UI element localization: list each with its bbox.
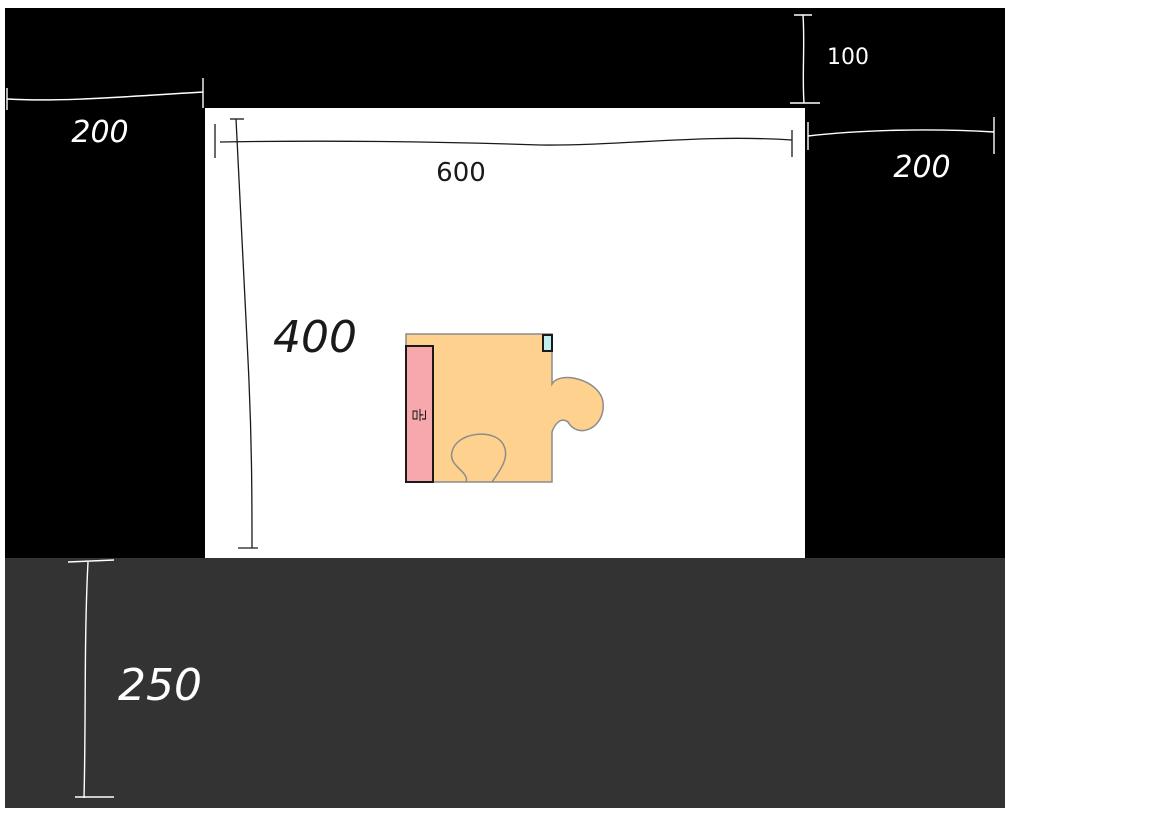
gray-bottom-region: [5, 558, 1005, 808]
puzzle-piece: [405, 333, 604, 483]
right-margin-dimension: [807, 117, 995, 154]
bottom-band-tick-top: [67, 559, 115, 563]
bottom-band-label: 250: [118, 660, 202, 711]
white-height-label: 400: [273, 312, 357, 363]
white-width-line: [219, 137, 793, 146]
pink-bar-label: 문: [411, 408, 429, 422]
white-height-line: [235, 118, 253, 549]
left-margin-label: 200: [71, 115, 128, 150]
top-margin-label: 100: [827, 45, 869, 70]
top-margin-dimension: [790, 14, 820, 104]
white-height-dimension: [230, 118, 258, 549]
right-margin-label: 200: [893, 150, 950, 185]
left-margin-dimension: [6, 78, 204, 110]
pink-bar: [405, 345, 434, 483]
white-content-region: [205, 108, 805, 558]
left-margin-line: [6, 91, 204, 101]
top-margin-line: [802, 14, 805, 104]
bottom-band-dimension: [67, 559, 115, 799]
right-margin-line: [807, 129, 995, 137]
bottom-band-line: [83, 561, 89, 799]
white-width-label: 600: [436, 158, 486, 188]
white-width-dimension: [214, 124, 793, 158]
cyan-marker: [542, 334, 553, 352]
